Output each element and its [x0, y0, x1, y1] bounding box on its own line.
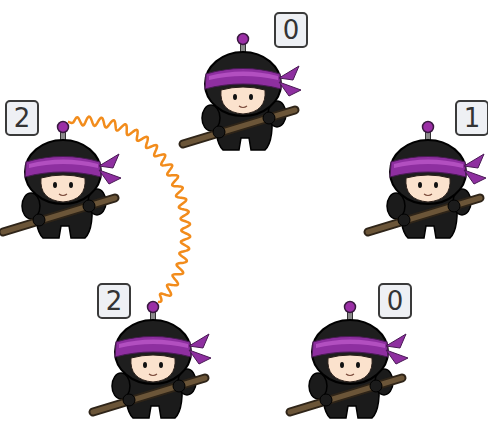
number-box: 0: [274, 12, 308, 48]
callout-number: 0: [387, 288, 404, 314]
ninja-node: 2: [98, 300, 213, 420]
callout-number: 0: [283, 17, 300, 43]
ninja-node: 1: [373, 120, 488, 240]
wavy-link: [68, 117, 190, 302]
ninja-figure: [3, 122, 121, 239]
ninja-node: 0: [295, 300, 410, 420]
callout-number: 1: [464, 105, 481, 131]
callout-number: 2: [14, 105, 31, 131]
ninja-figure: [368, 122, 486, 239]
number-box: 2: [5, 100, 39, 136]
number-box: 1: [455, 100, 488, 136]
number-box: 2: [97, 283, 131, 319]
ninja-figure: [183, 34, 301, 151]
callout-number: 2: [106, 288, 123, 314]
ninja-node: 0: [188, 32, 303, 152]
number-box: 0: [378, 283, 412, 319]
ninja-node: 2: [8, 120, 123, 240]
